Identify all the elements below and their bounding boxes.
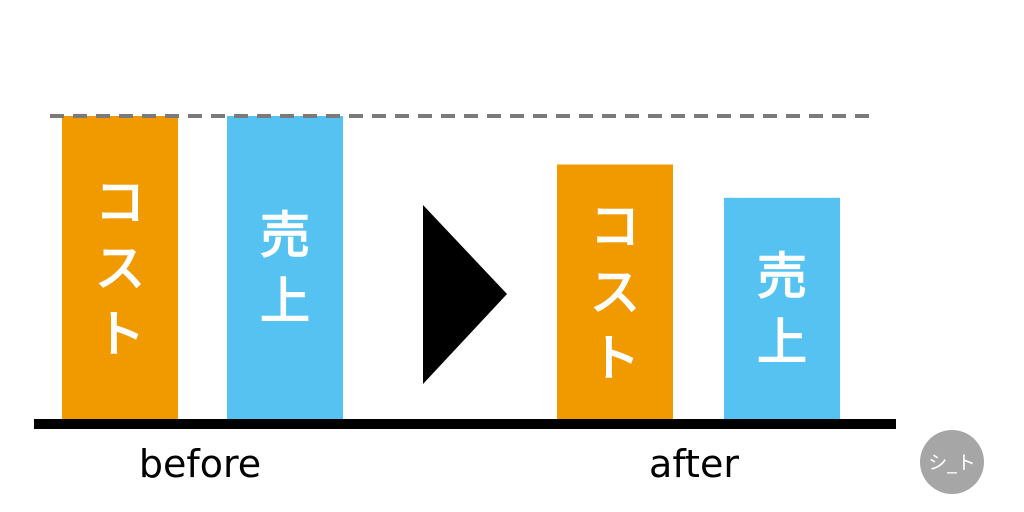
x-axis-baseline	[34, 419, 896, 429]
category-label-after: after	[649, 442, 739, 486]
bar-after-sales	[724, 197, 840, 419]
bar-label-after-sales: 上	[757, 313, 807, 371]
watermark: シ_ト	[920, 430, 984, 494]
bar-label-before-cost: コ	[95, 174, 145, 232]
watermark-badge	[920, 430, 984, 494]
bar-label-after-cost: ス	[590, 264, 640, 322]
bar-before-sales	[227, 116, 343, 419]
bar-after-cost	[557, 164, 673, 419]
bar-label-before-sales: 上	[260, 273, 310, 331]
category-label-before: before	[139, 442, 261, 486]
bar-label-before-cost: ト	[95, 306, 145, 364]
watermark-text: シ_ト	[928, 452, 976, 474]
bar-label-after-cost: ト	[590, 330, 640, 388]
bar-label-before-cost: ス	[95, 240, 145, 298]
arrow-right-icon	[423, 205, 507, 384]
labels-layer: before after	[139, 442, 739, 486]
bar-before-cost	[62, 116, 178, 419]
bar-label-after-sales: 売	[757, 247, 807, 305]
bar-label-before-sales: 売	[260, 207, 310, 265]
bar-label-after-cost: コ	[590, 198, 640, 256]
